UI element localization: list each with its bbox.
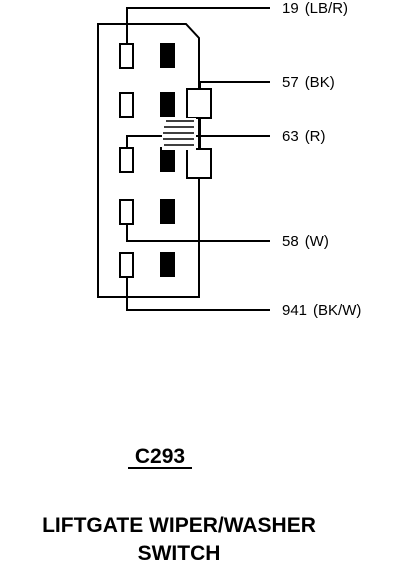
- cavity-2: [160, 92, 175, 117]
- wire-19: [126, 7, 270, 44]
- switch-hatch: [162, 118, 196, 150]
- switch-contact-lower: [186, 148, 212, 179]
- title-line-2: SWITCH: [138, 542, 221, 565]
- wire-label-63: 63(R): [282, 128, 326, 145]
- wire-941: [126, 277, 270, 311]
- title-line-1: LIFTGATE WIPER/WASHER: [42, 514, 316, 537]
- wire-57: [199, 81, 270, 89]
- wire-58: [126, 224, 270, 242]
- cavity-1: [160, 43, 175, 68]
- wire-label-19: 19(LB/R): [282, 0, 348, 17]
- terminal-pin-2: [119, 92, 134, 118]
- connector-housing: [97, 23, 200, 298]
- wire-label-941: 941(BK/W): [282, 302, 361, 319]
- wire-label-57: 57(BK): [282, 74, 335, 91]
- cavity-3: [160, 147, 175, 172]
- wire-63: [126, 135, 270, 148]
- terminal-pin-3: [119, 147, 134, 173]
- cavity-4: [160, 199, 175, 224]
- terminal-pin-1: [119, 43, 134, 69]
- connector-id: C293: [135, 445, 185, 468]
- terminal-pin-5: [119, 252, 134, 278]
- cavity-5: [160, 252, 175, 277]
- terminal-pin-4: [119, 199, 134, 225]
- switch-contact-upper: [186, 88, 212, 119]
- wire-label-58: 58(W): [282, 233, 329, 250]
